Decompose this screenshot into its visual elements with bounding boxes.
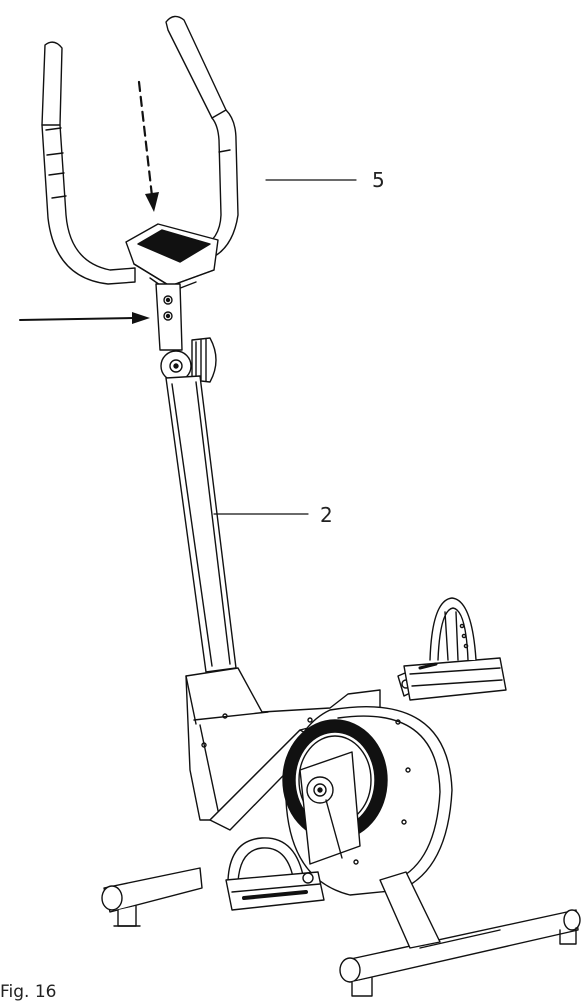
console bbox=[125, 223, 219, 293]
crank-assembly bbox=[299, 751, 361, 865]
front-stabilizer bbox=[101, 867, 203, 927]
handlebar-stem bbox=[155, 283, 183, 351]
main-post bbox=[165, 375, 237, 673]
pedal-right bbox=[397, 597, 507, 701]
pedal-left bbox=[225, 837, 325, 911]
figure-caption: Fig. 16 bbox=[0, 982, 57, 1002]
handlebar-left-grip bbox=[41, 41, 136, 285]
dashed-insert-arrow bbox=[137, 80, 159, 212]
callout-label-2: 2 bbox=[320, 503, 333, 527]
callout-label-5: 5 bbox=[372, 168, 385, 192]
rear-stabilizer bbox=[339, 871, 581, 997]
handlebar-right-grip bbox=[165, 15, 239, 263]
solid-pointer-arrow bbox=[19, 312, 150, 324]
